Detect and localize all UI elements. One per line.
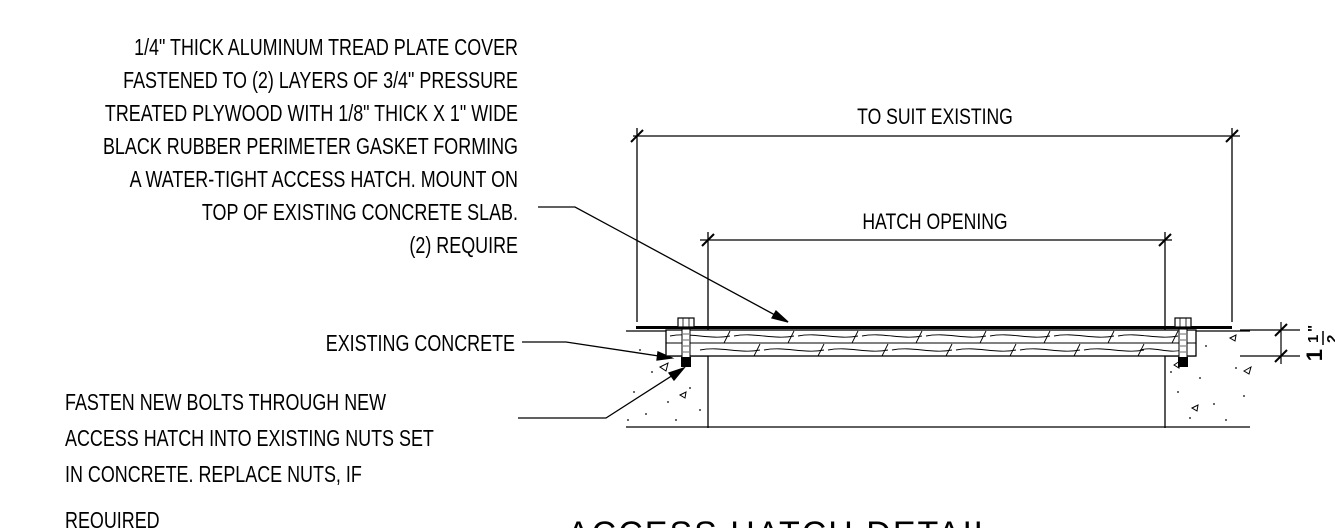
- concrete-leader-arrow: [656, 351, 675, 361]
- cover-note-line-6: TOP OF EXISTING CONCRETE SLAB.: [202, 200, 518, 226]
- right-bolt: [1174, 317, 1192, 367]
- thickness-dimension: [1240, 322, 1300, 364]
- bolts-leader-arrow: [667, 366, 686, 382]
- concrete-stipple: [627, 345, 1245, 421]
- cover-note-line-1: 1/4" THICK ALUMINUM TREAD PLATE COVER: [134, 35, 518, 61]
- bolts-leader: [518, 367, 685, 419]
- plywood-grain: [669, 334, 1183, 352]
- concrete-leader: [522, 341, 673, 359]
- cover-note-line-5: A WATER-TIGHT ACCESS HATCH. MOUNT ON: [130, 167, 518, 193]
- bolts-note-line-1: FASTEN NEW BOLTS THROUGH NEW: [65, 390, 387, 416]
- plywood-grain-ticks: [723, 330, 1179, 357]
- thickness-numerator: 1: [1305, 335, 1322, 343]
- cover-note-line-3: TREATED PLYWOOD WITH 1/8" THICK X 1" WID…: [105, 101, 518, 127]
- hatch-assembly: [636, 317, 1232, 367]
- detail-title: ACCESS HATCH DETAIL: [567, 515, 995, 528]
- cover-note-line-7: (2) REQUIRE: [409, 233, 518, 259]
- thickness-dimension-label: 1 1 2 ": [1302, 325, 1335, 361]
- bolts-note-line-3: IN CONCRETE. REPLACE NUTS, IF: [65, 462, 362, 488]
- concrete-aggregate: [659, 334, 1252, 412]
- thickness-whole: 1: [1302, 349, 1327, 361]
- thickness-denominator: 2: [1324, 335, 1335, 343]
- cover-leader: [538, 206, 789, 323]
- leader-lines: [518, 206, 789, 419]
- cover-leader-arrow: [771, 309, 789, 323]
- overall-dimension-label: TO SUIT EXISTING: [857, 105, 1013, 129]
- cover-note: 1/4" THICK ALUMINUM TREAD PLATE COVER FA…: [103, 35, 518, 259]
- thickness-unit: ": [1305, 325, 1322, 332]
- opening-dimension-label: HATCH OPENING: [862, 210, 1007, 234]
- bolts-note-line-2: ACCESS HATCH INTO EXISTING NUTS SET: [65, 426, 434, 452]
- tread-plate: [636, 326, 1232, 329]
- bolts-note: FASTEN NEW BOLTS THROUGH NEW ACCESS HATC…: [65, 390, 434, 528]
- bolts-note-line-4: REQUIRED: [65, 508, 160, 528]
- existing-concrete-label: EXISTING CONCRETE: [326, 331, 515, 357]
- cover-note-line-4: BLACK RUBBER PERIMETER GASKET FORMING: [103, 134, 518, 160]
- cover-note-line-2: FASTENED TO (2) LAYERS OF 3/4" PRESSURE: [123, 68, 518, 94]
- left-bolt: [677, 317, 695, 367]
- overall-dimension: [630, 128, 1240, 322]
